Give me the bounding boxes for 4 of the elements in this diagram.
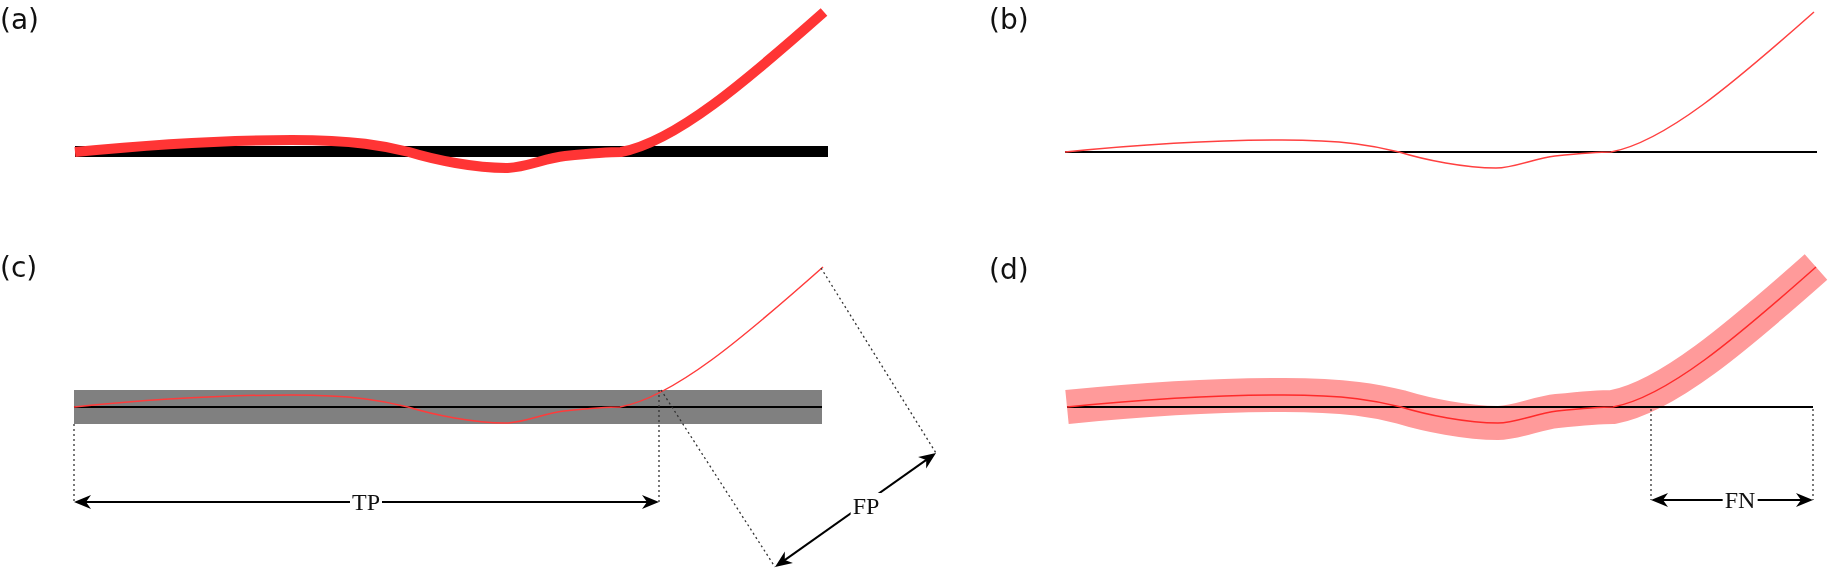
panel-label: (c): [0, 252, 38, 285]
panel-label: (d): [989, 254, 1029, 287]
panel-label: (b): [989, 4, 1029, 37]
panel-label: (a): [0, 4, 39, 37]
